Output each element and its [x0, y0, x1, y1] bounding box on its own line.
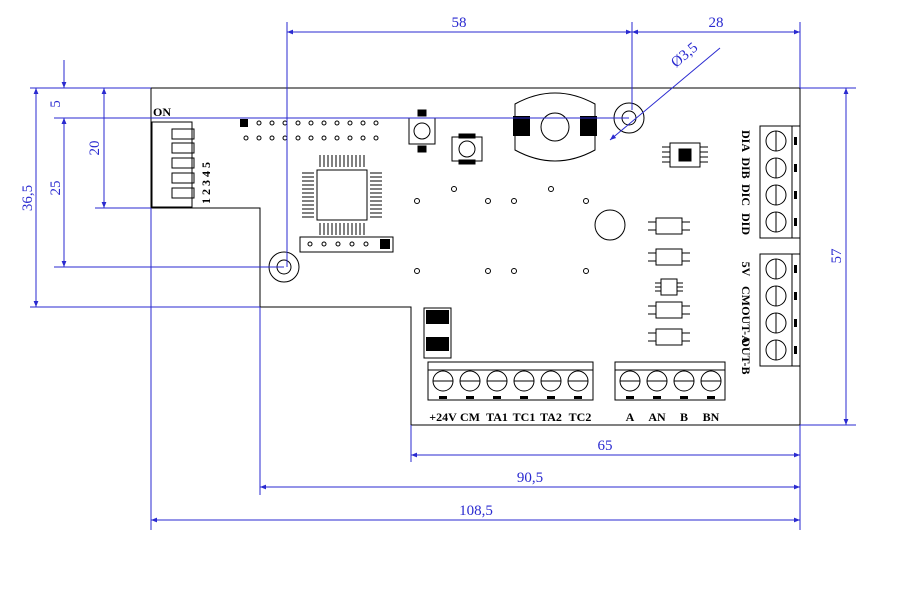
terminal-block-out: 5V CM OUT-A OUT-B — [739, 253, 801, 375]
term-label-an: AN — [648, 410, 666, 424]
term-label-tc2: TC2 — [569, 410, 592, 424]
dim-90-5: 90,5 — [517, 470, 543, 486]
term-label-ta1: TA1 — [486, 410, 508, 424]
term-label-out-b: OUT-B — [739, 338, 753, 375]
smd-diode — [423, 307, 452, 359]
term-label-out-a: OUT-A — [739, 306, 753, 344]
dim-hole: Ø3,5 — [668, 40, 701, 71]
terminal-block-di: DIA DIB DIC DID — [739, 125, 801, 239]
dim-58: 58 — [452, 15, 467, 31]
dip-numbers: 1 2 3 4 5 — [199, 162, 213, 204]
term-label-dia: DIA — [739, 130, 753, 152]
term-label-dic: DIC — [739, 184, 753, 206]
dim-65: 65 — [598, 438, 613, 454]
term-label-cm: CM — [460, 410, 480, 424]
small-ic — [662, 142, 708, 168]
terminal-block-4: A AN B BN — [614, 361, 726, 424]
term-label-ta2: TA2 — [540, 410, 562, 424]
dim-28: 28 — [709, 15, 724, 31]
term-label-24v: +24V — [429, 410, 457, 424]
dimension-lines — [30, 22, 856, 530]
inductor-2 — [451, 133, 483, 165]
qfp-chip — [302, 155, 382, 235]
dip-switch: ON 1 2 3 4 5 — [151, 105, 213, 208]
dim-25: 25 — [48, 181, 64, 196]
dim-20: 20 — [87, 141, 103, 156]
dip-on-label: ON — [153, 105, 171, 119]
term-label-tc1: TC1 — [513, 410, 536, 424]
term-label-bn: BN — [703, 410, 720, 424]
term-label-did: DID — [739, 213, 753, 235]
terminal-block-6: +24V CM TA1 TC1 TA2 TC2 — [427, 361, 594, 424]
pin-header — [240, 119, 379, 141]
term-label-5v: 5V — [739, 262, 753, 277]
term-label-a: A — [626, 410, 635, 424]
dim-36-5: 36,5 — [20, 185, 36, 211]
oval-component — [513, 92, 597, 162]
round-component — [594, 209, 626, 241]
term-label-b: B — [680, 410, 688, 424]
vias — [414, 186, 589, 274]
dim-57: 57 — [829, 248, 845, 264]
prog-header — [299, 236, 394, 253]
term-label-cm-right: CM — [739, 286, 753, 306]
inductor-1 — [408, 109, 436, 153]
dim-5: 5 — [48, 100, 64, 108]
term-label-dib: DIB — [739, 157, 753, 178]
sot-column — [648, 217, 690, 346]
dim-108-5: 108,5 — [459, 503, 493, 519]
